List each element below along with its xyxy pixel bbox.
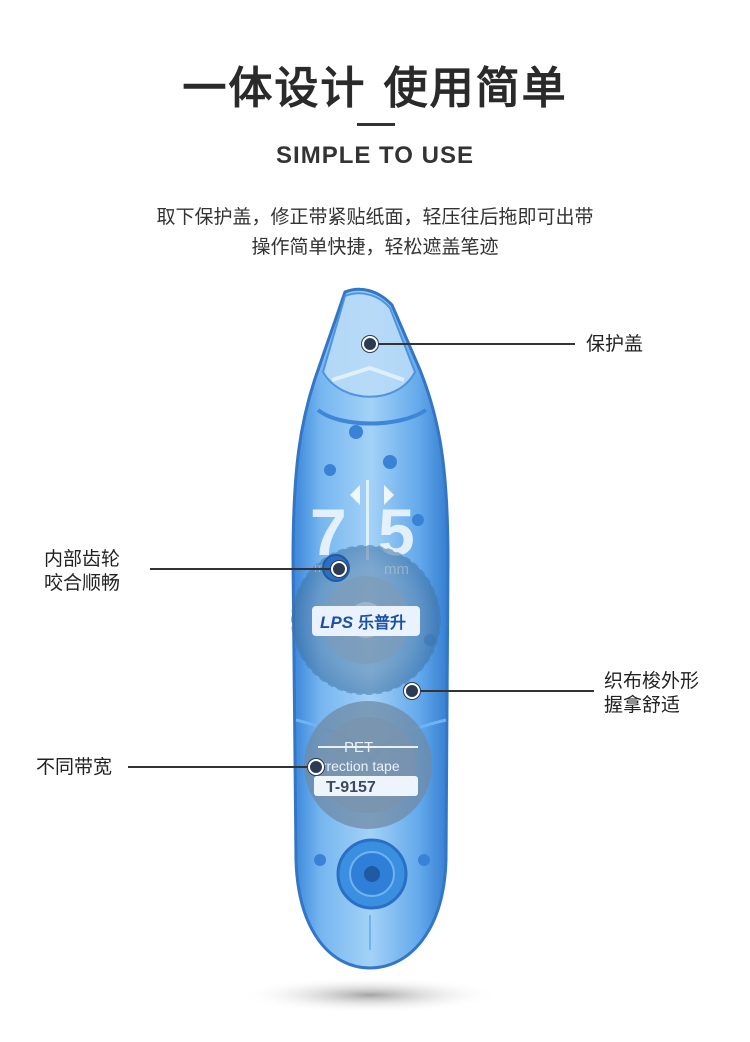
gear-callout-line bbox=[150, 568, 335, 570]
description-line-1: 取下保护盖，修正带紧贴纸面，轻压往后拖即可出带 bbox=[156, 206, 594, 228]
description-line-2: 操作简单快捷，轻松遮盖笔迹 bbox=[251, 236, 499, 258]
model-number: T-9157 bbox=[326, 779, 376, 796]
title-divider bbox=[357, 123, 395, 126]
cap-callout-line bbox=[370, 343, 575, 345]
cap-callout-label: 保护盖 bbox=[586, 333, 644, 355]
shape-callout-line-1: 织布梭外形 bbox=[604, 670, 700, 692]
description: 取下保护盖，修正带紧贴纸面，轻压往后拖即可出带 操作简单快捷，轻松遮盖笔迹 bbox=[0, 202, 750, 262]
shape-callout-line bbox=[412, 690, 594, 692]
cap-callout-dot bbox=[362, 336, 378, 352]
model-label bbox=[314, 776, 418, 796]
brand-name: 乐普升 bbox=[358, 613, 406, 632]
width-callout-line bbox=[128, 766, 314, 768]
tape-type: orrection tape bbox=[314, 758, 400, 774]
gear-callout-line-2: 咬合顺畅 bbox=[44, 572, 121, 594]
shape-callout-line-2: 握拿舒适 bbox=[604, 694, 681, 716]
width-callout-label: 不同带宽 bbox=[36, 756, 113, 778]
brand-label bbox=[312, 606, 420, 636]
shape-callout-label: 织布梭外形 握拿舒适 bbox=[604, 669, 699, 717]
width-callout-dot bbox=[308, 759, 324, 775]
page-title: 一体设计 使用简单 bbox=[182, 63, 568, 114]
gear-callout-dot bbox=[331, 561, 347, 577]
gear-callout-label: 内部齿轮 咬合顺畅 bbox=[44, 547, 120, 595]
gear-callout-line-1: 内部齿轮 bbox=[44, 548, 121, 570]
tape-material: PET bbox=[344, 739, 373, 756]
page-subtitle: SIMPLE TO USE bbox=[276, 142, 474, 169]
shape-callout-dot bbox=[404, 683, 420, 699]
brand-logo: LPS bbox=[320, 613, 354, 632]
floor-shadow bbox=[240, 977, 500, 1013]
